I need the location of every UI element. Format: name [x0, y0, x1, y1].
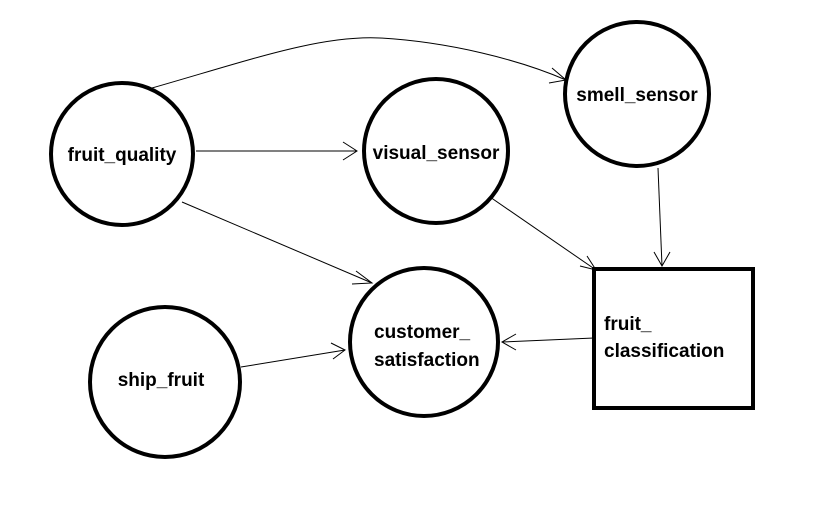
chance-node-circle — [49, 81, 195, 227]
node-label-line-2: classification — [604, 341, 724, 362]
node-label: ship_fruit — [118, 370, 205, 391]
chance-node-circle — [348, 266, 500, 418]
arrowhead-visual-sensor — [342, 141, 358, 161]
arrowhead-fruit-classification-from-smell-sensor — [653, 251, 671, 268]
edge-fruit-quality-to-smell-sensor — [151, 37, 567, 89]
node-ship-fruit: ship_fruit — [88, 305, 242, 459]
node-label: fruit_quality — [68, 145, 177, 166]
edge-fruit-quality-to-customer-satisfaction — [181, 201, 373, 284]
node-customer-satisfaction: customer_ satisfaction — [348, 266, 500, 418]
edge-ship-fruit-to-customer-satisfaction — [240, 349, 346, 368]
node-label-line-1: customer_ — [374, 322, 471, 343]
edge-visual-sensor-to-fruit-classification — [489, 196, 597, 271]
edges — [151, 37, 671, 368]
edge-fruit-classification-to-customer-satisfaction — [501, 337, 595, 343]
edge-smell-sensor-to-fruit-classification — [657, 167, 663, 267]
node-smell-sensor: smell_sensor — [563, 20, 711, 168]
decision-node-rectangle — [592, 267, 755, 410]
node-label: visual_sensor — [373, 143, 500, 164]
node-visual-sensor: visual_sensor — [362, 77, 510, 225]
node-fruit-quality: fruit_quality — [49, 81, 195, 227]
node-label: smell_sensor — [576, 85, 698, 106]
node-fruit-classification: fruit_ classification — [592, 267, 755, 410]
chance-node-circle — [88, 305, 242, 459]
arrowhead-customer-satisfaction-from-fruit-classification — [500, 333, 517, 351]
arrowhead-customer-satisfaction-from-fruit-quality — [351, 270, 374, 285]
node-label-line-2: satisfaction — [374, 350, 480, 371]
chance-node-circle — [563, 20, 711, 168]
arrowhead-smell-sensor — [548, 67, 568, 84]
chance-node-circle — [362, 77, 510, 225]
arrowhead-customer-satisfaction-from-ship-fruit — [330, 342, 346, 360]
node-label-line-1: fruit_ — [604, 314, 652, 335]
